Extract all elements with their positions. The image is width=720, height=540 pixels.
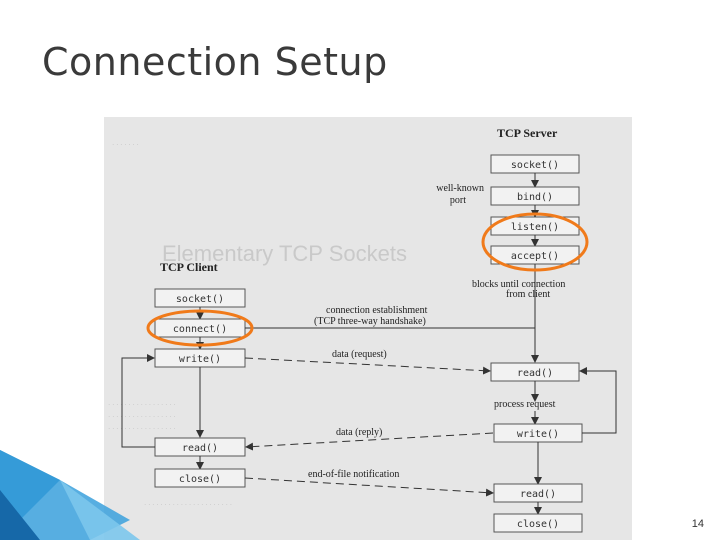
tcp-diagram: · · · · · · · · · · · · · · · · · · · · …	[108, 126, 617, 533]
scan-noise-5: · · · · · · · · · · · · · · · · · · · · …	[144, 501, 232, 509]
data-reply-label: data (reply)	[336, 427, 382, 438]
client-loop-arrow	[121, 354, 155, 448]
connection-label-2: (TCP three-way handshake)	[314, 316, 426, 327]
client-socket-label: socket()	[176, 294, 224, 305]
process-request-label: process request	[494, 399, 556, 410]
client-connect-box: connect()	[154, 318, 246, 338]
blocks-label-2: from client	[506, 289, 550, 300]
server-write-label: write()	[517, 429, 559, 440]
server-socket-label: socket()	[511, 160, 559, 171]
corner-decoration	[0, 450, 140, 540]
server-listen-label: listen()	[511, 222, 559, 233]
port-label: port	[450, 195, 466, 206]
scan-noise-2: · · · · · · · · · · · · · · · · ·	[108, 401, 176, 409]
data-reply-arrow	[245, 432, 494, 451]
connection-label-1: connection establishment	[326, 305, 428, 316]
client-close-label: close()	[179, 474, 221, 485]
server-accept-box: accept()	[490, 245, 580, 265]
client-socket-box: socket()	[154, 288, 246, 308]
server-read2-label: read()	[520, 489, 556, 500]
client-connect-label: connect()	[173, 324, 227, 335]
client-write-label: write()	[179, 354, 221, 365]
ghost-heading: Elementary TCP Sockets	[162, 241, 407, 266]
data-request-arrow	[244, 357, 491, 375]
server-loop-arrow	[579, 367, 617, 434]
scan-noise-1: · · · · · · ·	[112, 141, 139, 149]
eof-label: end-of-file notification	[308, 469, 399, 480]
eof-arrow	[244, 477, 494, 497]
client-read-box: read()	[154, 437, 246, 457]
server-accept-label: accept()	[511, 251, 559, 262]
highlight-listen-accept	[481, 212, 589, 272]
highlight-connect	[146, 309, 254, 347]
scan-noise-3: · · · · · · · · · · · · · · · · ·	[108, 413, 176, 421]
slide-title: Connection Setup	[42, 40, 388, 84]
server-close-box: close()	[493, 513, 583, 533]
server-close-label: close()	[517, 519, 559, 530]
server-write-box: write()	[493, 423, 583, 443]
server-bind-box: bind()	[490, 186, 580, 206]
well-known-label: well-known	[436, 183, 484, 194]
page-number: 14	[691, 518, 704, 530]
data-request-label: data (request)	[332, 349, 387, 360]
client-close-box: close()	[154, 468, 246, 488]
client-write-box: write()	[154, 348, 246, 368]
server-read2-box: read()	[493, 483, 583, 503]
scan-noise-4: · · · · · · · · · · · · · · · · ·	[108, 425, 176, 433]
client-read-label: read()	[182, 443, 218, 454]
diagram-scan: · · · · · · · · · · · · · · · · · · · · …	[104, 117, 632, 540]
server-title: TCP Server	[497, 126, 558, 140]
server-socket-box: socket()	[490, 154, 580, 174]
server-read-label: read()	[517, 368, 553, 379]
client-title: TCP Client	[160, 260, 218, 274]
server-bind-label: bind()	[517, 192, 553, 203]
server-read-box: read()	[490, 362, 580, 382]
blocks-label-1: blocks until connection	[472, 279, 565, 290]
